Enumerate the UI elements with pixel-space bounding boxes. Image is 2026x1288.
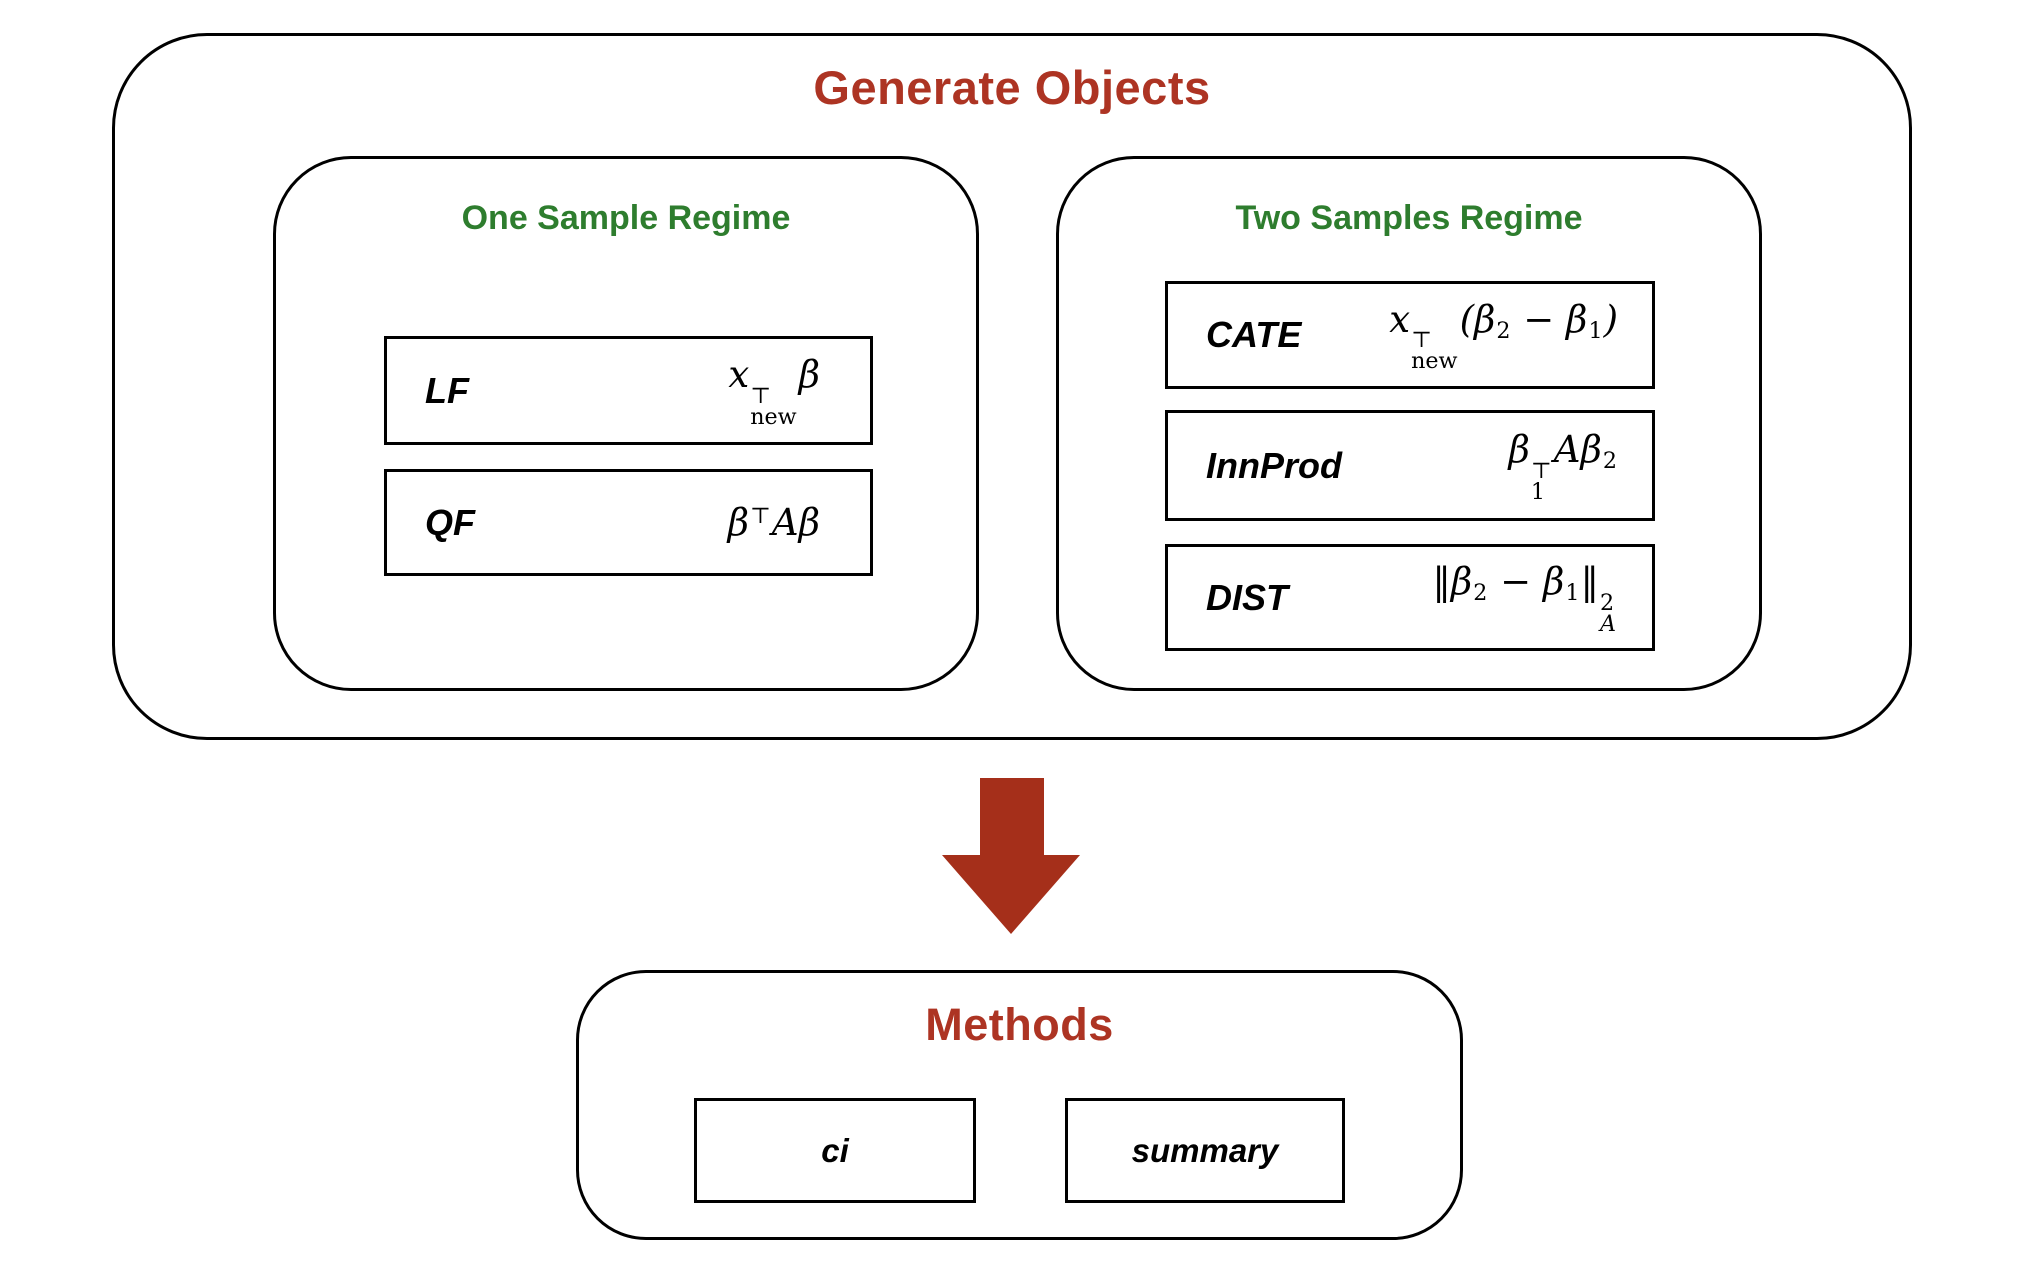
generate-objects-title: Generate Objects — [813, 61, 1211, 114]
summary-box: summary — [1065, 1098, 1345, 1203]
two-samples-panel: Two Samples Regime CATE x⊤new(β2 − β1) I… — [1056, 156, 1762, 691]
ci-box: ci — [694, 1098, 976, 1203]
dist-label: DIST — [1206, 576, 1289, 618]
down-arrow-shape — [942, 778, 1080, 934]
cate-label: CATE — [1206, 314, 1302, 355]
methods-panel: Methods ci summary — [576, 970, 1463, 1240]
cate-box: CATE x⊤new(β2 − β1) — [1165, 281, 1655, 389]
ci-label: ci — [821, 1131, 849, 1169]
two-samples-title: Two Samples Regime — [1235, 199, 1583, 237]
generate-objects-panel: Generate Objects One Sample Regime LF x⊤… — [112, 33, 1912, 740]
summary-label: summary — [1131, 1131, 1279, 1169]
cate-formula: x⊤new(β2 − β1) — [1389, 297, 1618, 375]
one-sample-title: One Sample Regime — [461, 199, 791, 237]
qf-box: QF β⊤Aβ — [384, 469, 873, 576]
down-arrow-icon — [942, 778, 1080, 934]
qf-formula: β⊤Aβ — [727, 501, 820, 544]
qf-label: QF — [425, 501, 475, 543]
innprod-label: InnProd — [1206, 444, 1342, 486]
lf-label: LF — [425, 369, 469, 411]
methods-title: Methods — [925, 999, 1114, 1050]
